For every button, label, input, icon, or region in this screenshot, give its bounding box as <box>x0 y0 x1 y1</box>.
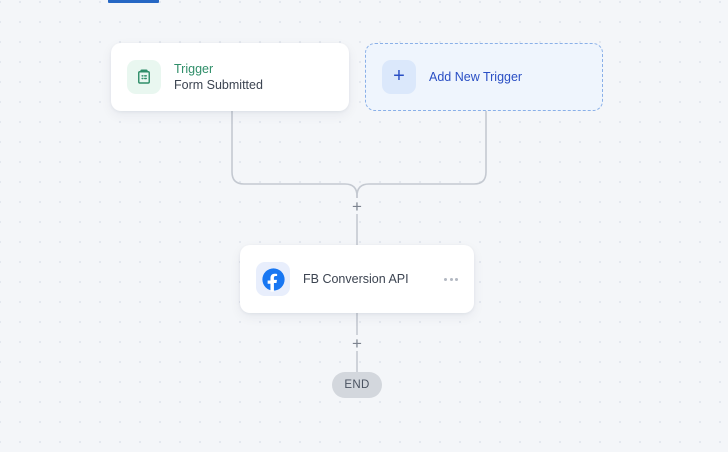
ellipsis-dot <box>455 277 458 281</box>
ellipsis-dot <box>444 277 447 281</box>
connector-add-trigger-to-action <box>356 110 487 207</box>
action-node-fb-conversion-api[interactable]: FB Conversion API <box>240 245 474 313</box>
trigger-node-subtitle: Form Submitted <box>174 78 263 92</box>
add-step-button-top[interactable]: + <box>349 196 365 216</box>
ellipsis-dot <box>449 277 453 281</box>
add-new-trigger-label: Add New Trigger <box>429 70 523 84</box>
plus-glyph: + <box>352 196 362 216</box>
trigger-node[interactable]: Trigger Form Submitted <box>111 43 349 111</box>
plus-glyph: + <box>393 65 405 87</box>
end-node-label: END <box>344 379 370 391</box>
connector-trigger-to-action <box>231 110 358 207</box>
add-step-button-bottom[interactable]: + <box>349 333 365 353</box>
plus-glyph: + <box>352 333 362 353</box>
plus-icon: + <box>382 60 416 94</box>
action-node-title: FB Conversion API <box>303 272 409 286</box>
clipboard-icon <box>127 60 161 94</box>
add-new-trigger-button[interactable]: + Add New Trigger <box>365 43 603 111</box>
trigger-node-text: Trigger Form Submitted <box>174 62 263 93</box>
facebook-icon <box>256 262 290 296</box>
ellipsis-icon[interactable] <box>442 272 460 287</box>
end-node: END <box>332 372 382 398</box>
trigger-node-title: Trigger <box>174 61 214 76</box>
active-tab-underline <box>108 0 159 3</box>
